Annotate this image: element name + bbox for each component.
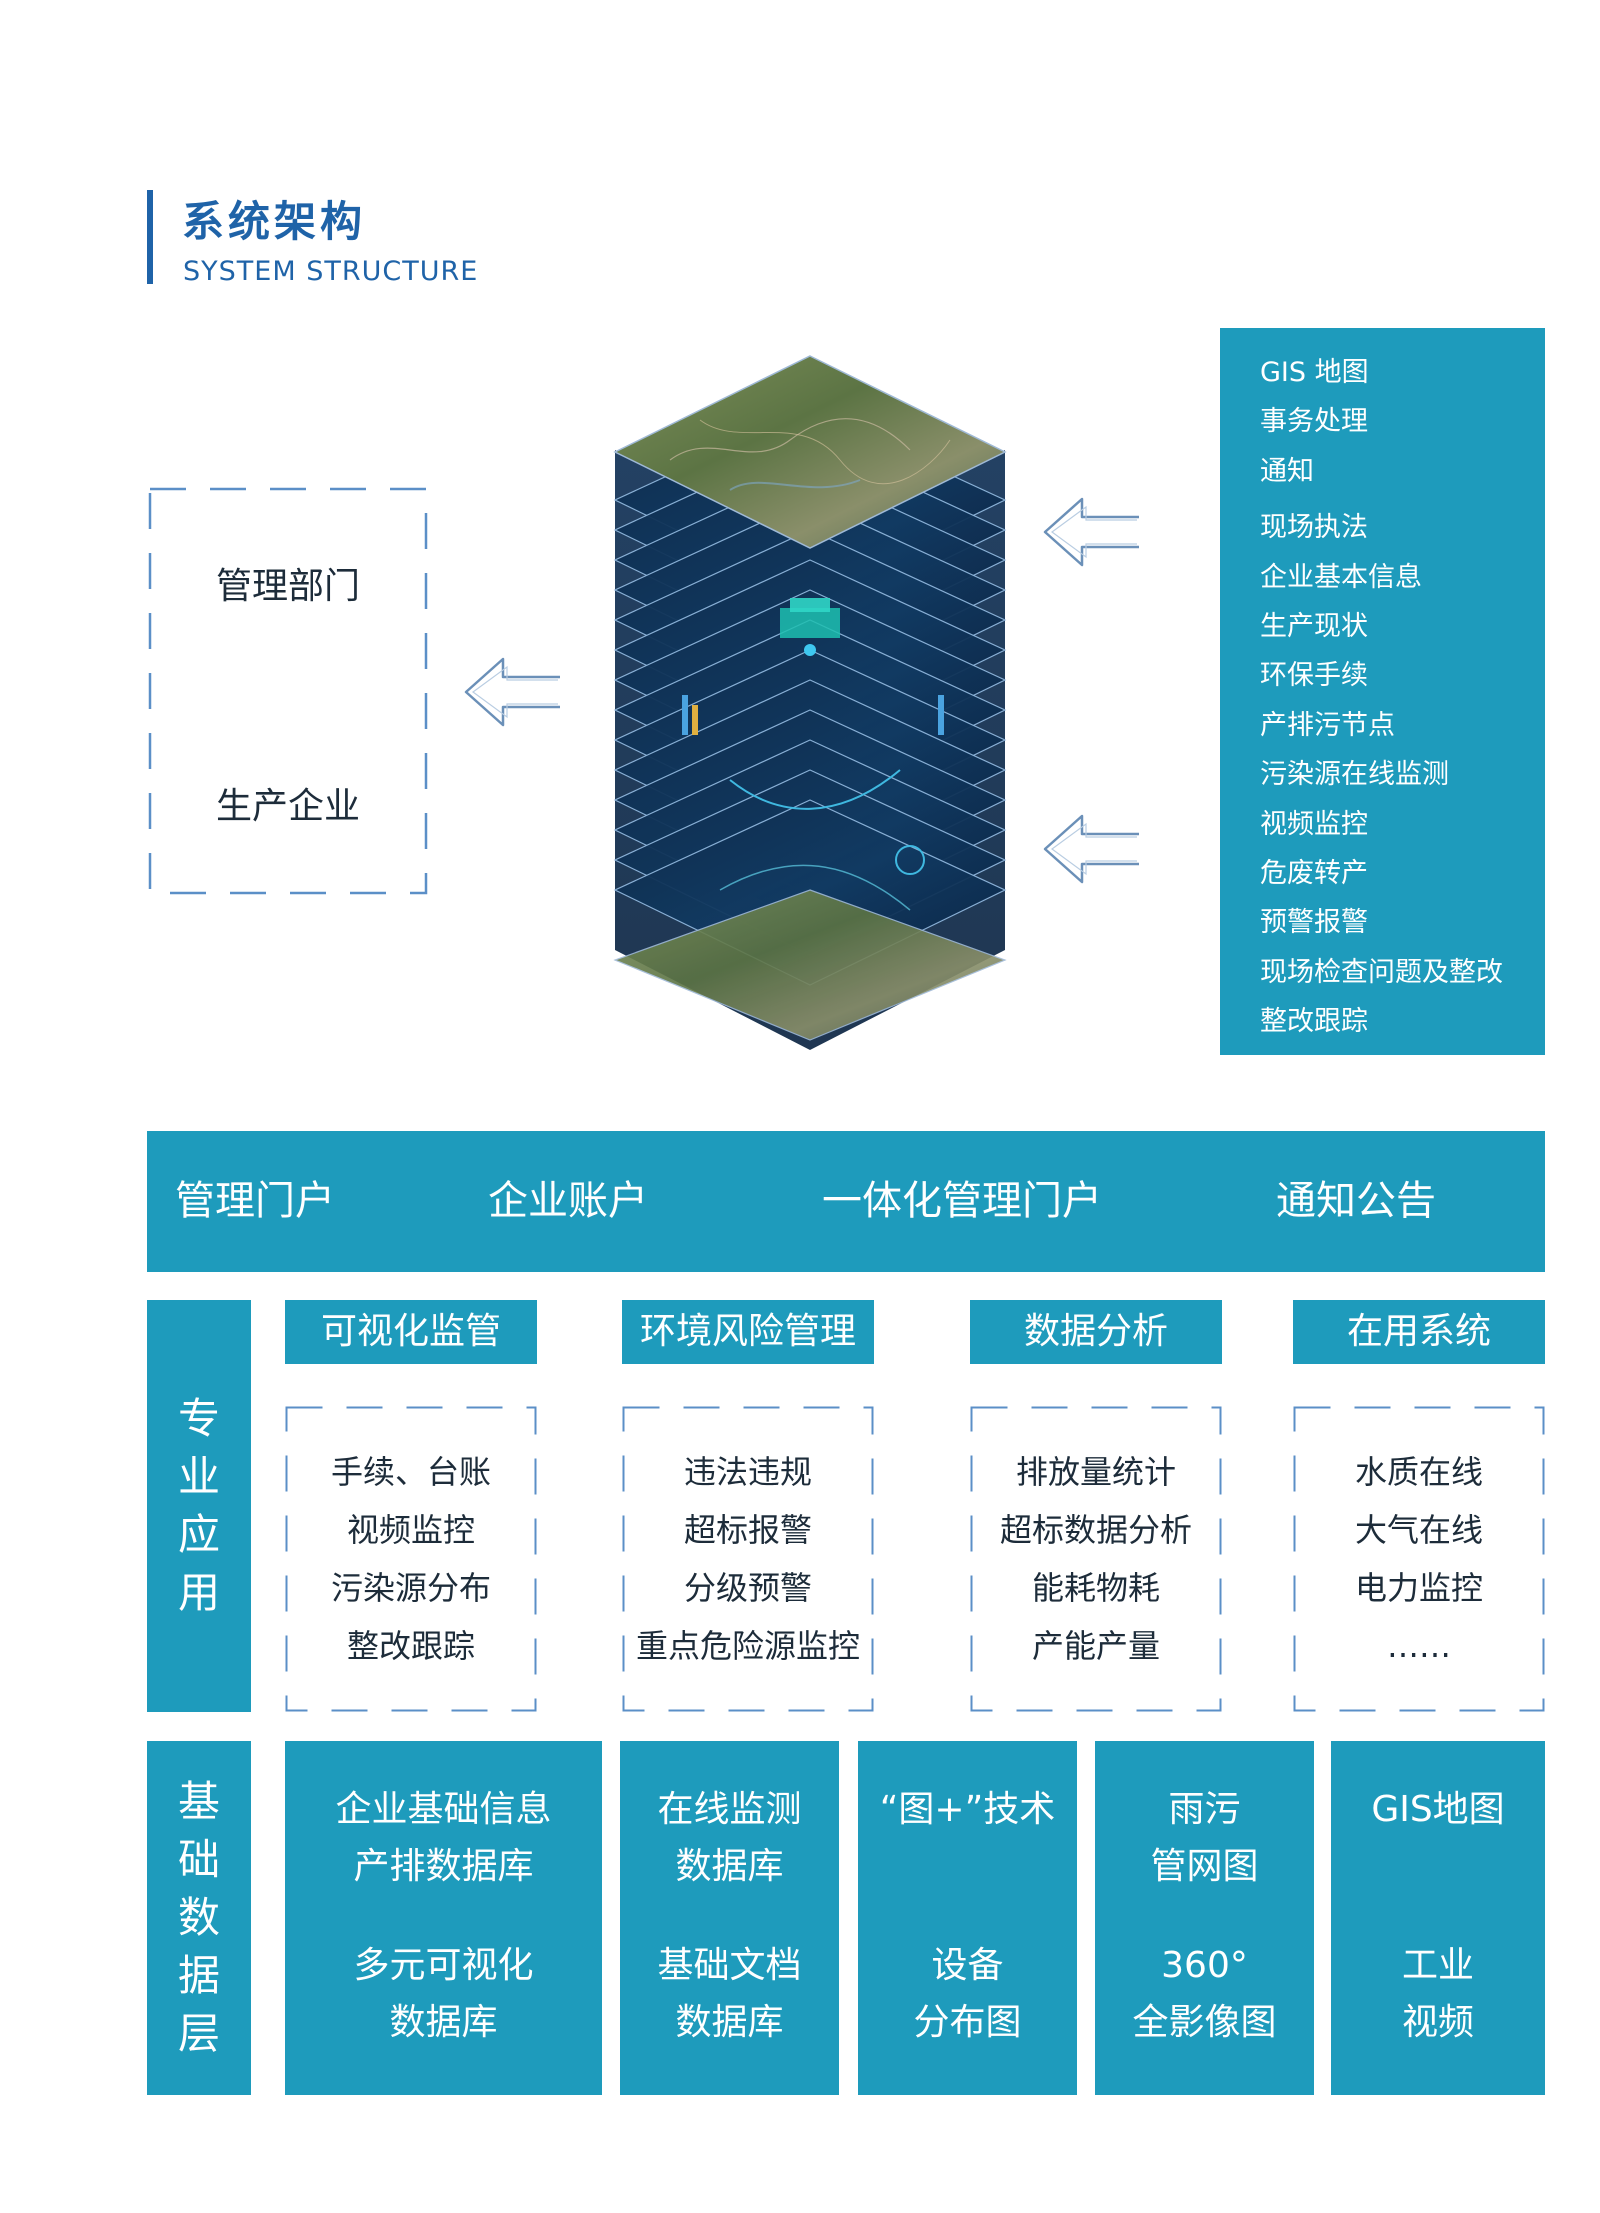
department-label-enterprise: 生产企业 xyxy=(215,786,360,827)
app-item: 超标数据分析 xyxy=(999,1511,1192,1549)
app-item: 排放量统计 xyxy=(1015,1453,1176,1491)
app-column-box: 排放量统计超标数据分析能耗物耗产能产量 xyxy=(970,1406,1222,1712)
side-label-char: 业 xyxy=(177,1452,220,1501)
data-layer-cell-text: 数据库 xyxy=(675,2002,784,2043)
page-title: 系统架构 xyxy=(182,197,367,246)
data-layer-cell-text: 多元可视化 xyxy=(353,1945,534,1986)
portal-label: 管理门户 xyxy=(175,1178,335,1224)
data-layer-cell-text: 雨污 xyxy=(1168,1789,1241,1830)
app-item: 水质在线 xyxy=(1354,1453,1483,1491)
app-column-box: 水质在线大气在线电力监控 …… xyxy=(1293,1406,1545,1712)
app-column-box: 违法违规超标报警分级预警重点危险源监控 xyxy=(622,1406,874,1712)
data-layer-cell-text: 视频 xyxy=(1401,2002,1474,2043)
portal-item-enterprise-account: 企业账户 xyxy=(488,1178,648,1224)
arrow-left-icon xyxy=(464,657,560,727)
app-item: 整改跟踪 xyxy=(346,1627,475,1665)
app-item: 手续、台账 xyxy=(330,1453,491,1491)
data-layer-cell-text: 分布图 xyxy=(913,2002,1022,2043)
feature-item: 事务处理 xyxy=(1260,406,1368,438)
feature-item: 危废转产 xyxy=(1260,857,1368,889)
feature-item: 现场检查问题及整改 xyxy=(1260,956,1503,988)
app-column-border xyxy=(1293,1406,1545,1712)
data-layer-cell-text: 企业基础信息 xyxy=(335,1789,552,1830)
feature-item: 现场执法 xyxy=(1260,512,1368,544)
app-item: 超标报警 xyxy=(683,1511,812,1549)
data-layer-cell-text xyxy=(1331,1838,1545,1895)
layered-platform-illustration xyxy=(613,355,1007,1050)
portal-item-integrated-portal: 一体化管理门户 xyxy=(822,1178,1102,1224)
arrow-left-icon xyxy=(1043,814,1139,884)
app-column-title: 在用系统 xyxy=(1293,1300,1545,1364)
side-label-applications: 专业应用 xyxy=(147,1300,251,1712)
feature-item: 视频监控 xyxy=(1260,808,1368,840)
data-layer-cell-text: 设备 xyxy=(931,1945,1004,1986)
department-box: 管理部门 生产企业 xyxy=(148,487,428,895)
header-accent-bar xyxy=(147,190,153,284)
feature-item: 污染源在线监测 xyxy=(1260,759,1449,791)
side-label-char: 应 xyxy=(177,1510,220,1559)
app-item: 电力监控 xyxy=(1354,1569,1483,1607)
feature-item: 企业基本信息 xyxy=(1260,561,1422,593)
app-item: 重点危险源监控 xyxy=(635,1627,860,1665)
data-layer-cell: 在线监测数据库基础文档数据库 xyxy=(620,1741,839,2095)
side-label-char: 据 xyxy=(177,1951,220,2000)
side-label-char: 用 xyxy=(177,1568,220,1617)
feature-item: GIS 地图 xyxy=(1260,357,1369,388)
side-label-char: 专 xyxy=(177,1394,220,1443)
app-column-box: 手续、台账视频监控污染源分布整改跟踪 xyxy=(285,1406,537,1712)
data-layer-cell-text: GIS地图 xyxy=(1371,1789,1505,1830)
app-column-border xyxy=(970,1406,1222,1712)
data-layer-cell: 企业基础信息产排数据库多元可视化数据库 xyxy=(285,1741,602,2095)
side-label-char: 层 xyxy=(177,2009,220,2058)
data-layer-cell: GIS地图工业视频 xyxy=(1331,1741,1545,2095)
app-column-border xyxy=(285,1406,537,1712)
app-item: 违法违规 xyxy=(683,1453,812,1491)
data-layer-cell-text: 基础文档 xyxy=(657,1945,802,1986)
data-layer-cell-text: 数据库 xyxy=(389,2002,498,2043)
app-item: 分级预警 xyxy=(683,1569,812,1607)
page-subtitle: SYSTEM STRUCTURE xyxy=(183,256,479,287)
feature-item: 产排污节点 xyxy=(1260,709,1395,741)
data-layer-cell-text: 全影像图 xyxy=(1132,2002,1277,2043)
data-layer-cell-text: 产排数据库 xyxy=(353,1846,534,1887)
app-item: 大气在线 xyxy=(1354,1511,1483,1549)
app-item: 污染源分布 xyxy=(330,1569,491,1607)
side-label-char: 数 xyxy=(177,1893,220,1942)
data-layer-cell-text: “图+”技术 xyxy=(879,1789,1056,1830)
data-layer-cell-text: 管网图 xyxy=(1150,1846,1259,1887)
app-item: …… xyxy=(1387,1627,1451,1665)
data-layer-cell: “图+”技术设备分布图 xyxy=(858,1741,1077,2095)
data-layer-cell-text: 在线监测 xyxy=(657,1789,802,1830)
arrow-left-icon xyxy=(1043,497,1139,567)
portal-bar: 管理门户 企业账户 一体化管理门户 通知公告 xyxy=(147,1131,1545,1272)
data-layer-cell: 雨污管网图 360° 全影像图 xyxy=(1095,1741,1314,2095)
side-label-data-layer: 基础数据层 xyxy=(147,1741,251,2095)
side-label-char: 基 xyxy=(177,1777,220,1826)
side-label-char: 础 xyxy=(177,1835,220,1884)
app-item: 视频监控 xyxy=(346,1511,475,1549)
data-layer-cell-text: 数据库 xyxy=(675,1846,784,1887)
department-label-management: 管理部门 xyxy=(215,566,360,607)
feature-list-panel: GIS 地图事务处理通知现场执法企业基本信息生产现状环保手续产排污节点污染源在线… xyxy=(1220,328,1545,1055)
department-box-border xyxy=(148,487,428,895)
app-column-title: 数据分析 xyxy=(970,1300,1222,1364)
feature-item: 环保手续 xyxy=(1260,660,1368,692)
app-column-title: 可视化监管 xyxy=(285,1300,537,1364)
data-layer-cell-text: 360° xyxy=(1161,1945,1248,1986)
app-item: 产能产量 xyxy=(1031,1627,1160,1665)
data-layer-cell-text xyxy=(858,1838,1077,1895)
data-layer-cell-text: 工业 xyxy=(1401,1945,1474,1986)
portal-item-notice: 通知公告 xyxy=(1276,1178,1436,1224)
app-column-title: 环境风险管理 xyxy=(622,1300,874,1364)
feature-item: 通知 xyxy=(1260,455,1314,487)
feature-item: 整改跟踪 xyxy=(1260,1006,1368,1038)
feature-item: 生产现状 xyxy=(1260,610,1368,642)
app-column-border xyxy=(622,1406,874,1712)
feature-item: 预警报警 xyxy=(1260,907,1368,939)
app-item: 能耗物耗 xyxy=(1031,1569,1160,1607)
